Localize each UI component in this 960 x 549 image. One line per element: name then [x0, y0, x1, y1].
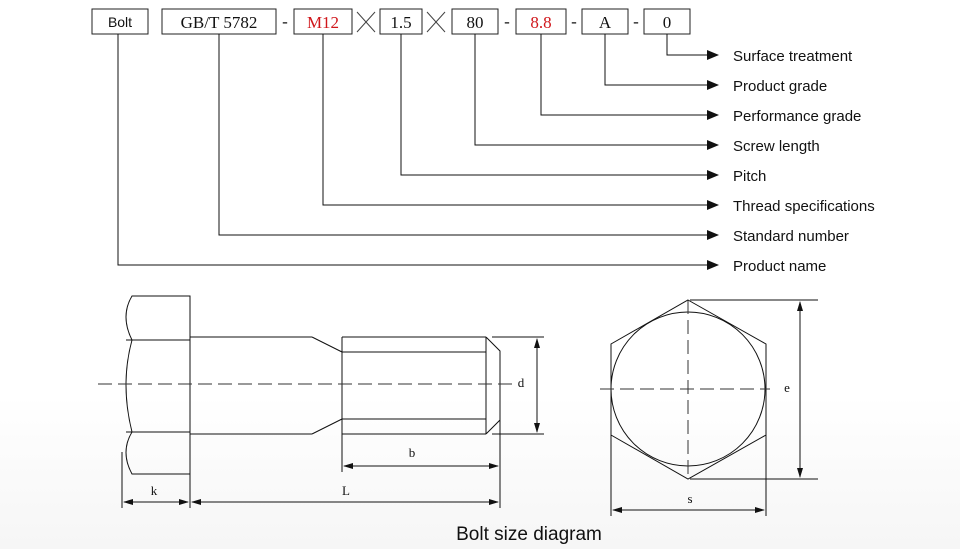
- designation-box-grade: A: [581, 8, 629, 35]
- leader-pitch: [400, 34, 719, 180]
- designation-box-bolt: Bolt: [91, 8, 149, 35]
- bolt-side-view: [125, 295, 501, 475]
- designation-box-performance: 8.8: [515, 8, 567, 35]
- dim-s: [610, 435, 767, 516]
- designation-surface: 0: [663, 13, 672, 32]
- designation-box-standard: GB/T 5782: [161, 8, 277, 35]
- dim-s-label: s: [687, 491, 692, 506]
- designation-box-length: 80: [451, 8, 499, 35]
- separator-dash-2: -: [504, 12, 510, 31]
- designation-standard: GB/T 5782: [181, 13, 258, 32]
- separator-times-2: [426, 11, 446, 33]
- thread-runout-top: [311, 336, 343, 353]
- dim-k-l: [121, 452, 499, 508]
- separator-times-1: [356, 11, 376, 33]
- dim-d: [492, 336, 544, 435]
- callout-performance-grade: Performance grade: [733, 108, 861, 125]
- callout-pitch: Pitch: [733, 168, 766, 185]
- callout-thread-specifications: Thread specifications: [733, 198, 875, 215]
- thread-runout-bottom: [311, 418, 343, 435]
- dim-b-label: b: [409, 445, 416, 460]
- leader-surface-treatment: [666, 34, 719, 60]
- dim-l-label: L: [342, 483, 350, 498]
- callout-product-grade: Product grade: [733, 78, 827, 95]
- callout-surface-treatment: Surface treatment: [733, 48, 853, 65]
- end-view-centerlines: [600, 300, 770, 480]
- separator-dash-3: -: [571, 12, 577, 31]
- callout-screw-length: Screw length: [733, 138, 820, 155]
- designation-performance: 8.8: [530, 13, 551, 32]
- diagram-caption: Bolt size diagram: [456, 524, 602, 545]
- designation-box-surface: 0: [643, 8, 691, 35]
- leader-performance-grade: [540, 34, 719, 120]
- designation-row: Bolt GB/T 5782 - M12 1.5 80 -: [91, 8, 691, 35]
- designation-pitch: 1.5: [390, 13, 411, 32]
- dim-b: [341, 420, 501, 508]
- bolt-end-chamfer: [485, 336, 501, 435]
- designation-bolt: Bolt: [108, 14, 132, 30]
- leader-standard-number: [218, 34, 719, 240]
- hexagon-outline: [610, 299, 767, 480]
- designation-box-thread: M12: [293, 8, 353, 35]
- leader-lines: [117, 34, 719, 270]
- dim-e-label: e: [784, 380, 790, 395]
- separator-dash-1: -: [282, 12, 288, 31]
- designation-box-pitch: 1.5: [379, 8, 423, 35]
- designation-thread: M12: [307, 13, 339, 32]
- callout-standard-number: Standard number: [733, 228, 849, 245]
- leader-product-name: [117, 34, 719, 270]
- dim-e: [690, 299, 818, 480]
- bolt-head: [125, 295, 191, 475]
- leader-thread-specifications: [322, 34, 719, 210]
- dim-d-label: d: [518, 375, 525, 390]
- separator-dash-4: -: [633, 12, 639, 31]
- designation-length: 80: [467, 13, 484, 32]
- callout-product-name: Product name: [733, 258, 826, 275]
- leader-product-grade: [604, 34, 719, 90]
- dim-k-label: k: [151, 483, 158, 498]
- callout-labels: Surface treatment Product grade Performa…: [733, 48, 875, 275]
- designation-grade: A: [599, 13, 612, 32]
- leader-screw-length: [474, 34, 719, 150]
